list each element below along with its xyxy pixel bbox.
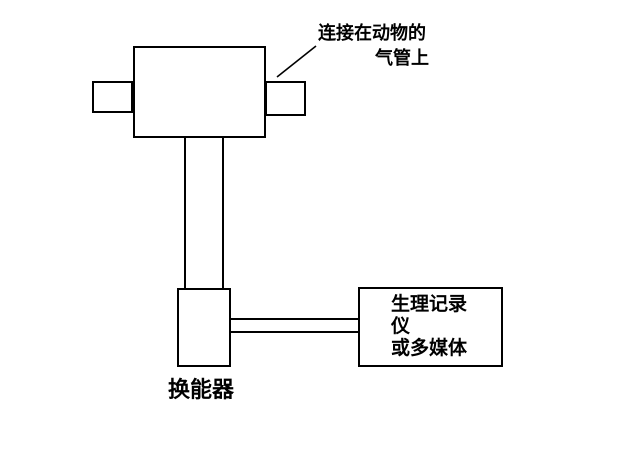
right-port-box: [265, 81, 306, 116]
transducer-label: 换能器: [168, 377, 235, 402]
annotation-text-line2: 气管上: [375, 48, 429, 68]
signal-cable: [231, 318, 358, 333]
recorder-label-line2: 仪: [391, 316, 411, 337]
annotation-text-line1: 连接在动物的: [318, 23, 426, 43]
recorder-box: 生理记录 仪 或多媒体: [358, 287, 503, 367]
transducer-box: [177, 288, 231, 367]
connecting-tube: [184, 138, 224, 288]
recorder-label-line3: 或多媒体: [391, 338, 468, 359]
recorder-label-line1: 生理记录: [391, 294, 468, 315]
left-port-box: [92, 81, 133, 113]
tracheal-connector-box: [133, 46, 266, 138]
